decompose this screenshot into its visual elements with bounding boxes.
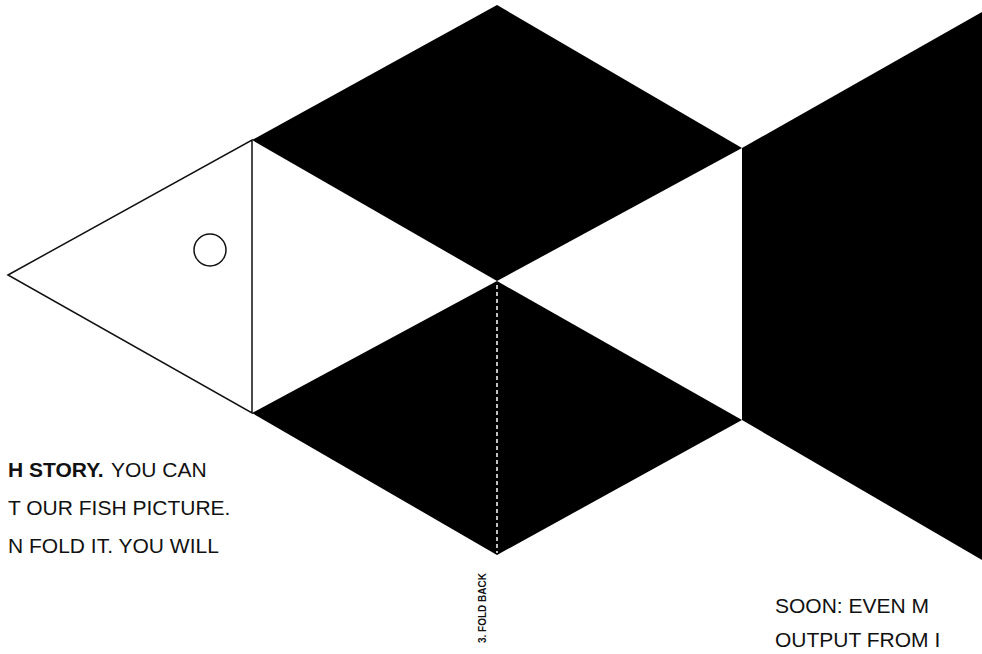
fish-eye — [194, 234, 226, 266]
body-text: OUTPUT FROM I — [775, 628, 940, 652]
body-text: YOU CAN — [111, 458, 207, 482]
fish-head — [8, 140, 252, 413]
body-text: SOON: EVEN M — [775, 594, 929, 618]
fish-tail — [742, 12, 982, 560]
body-text: N FOLD IT. YOU WILL — [8, 534, 219, 558]
bottom-diamond — [252, 281, 742, 555]
fold-line — [496, 285, 498, 553]
heading-text: H STORY. — [8, 458, 104, 482]
fold-instruction: 3. FOLD BACK — [477, 573, 489, 643]
body-text: T OUR FISH PICTURE. — [8, 496, 230, 520]
top-diamond — [252, 5, 742, 281]
